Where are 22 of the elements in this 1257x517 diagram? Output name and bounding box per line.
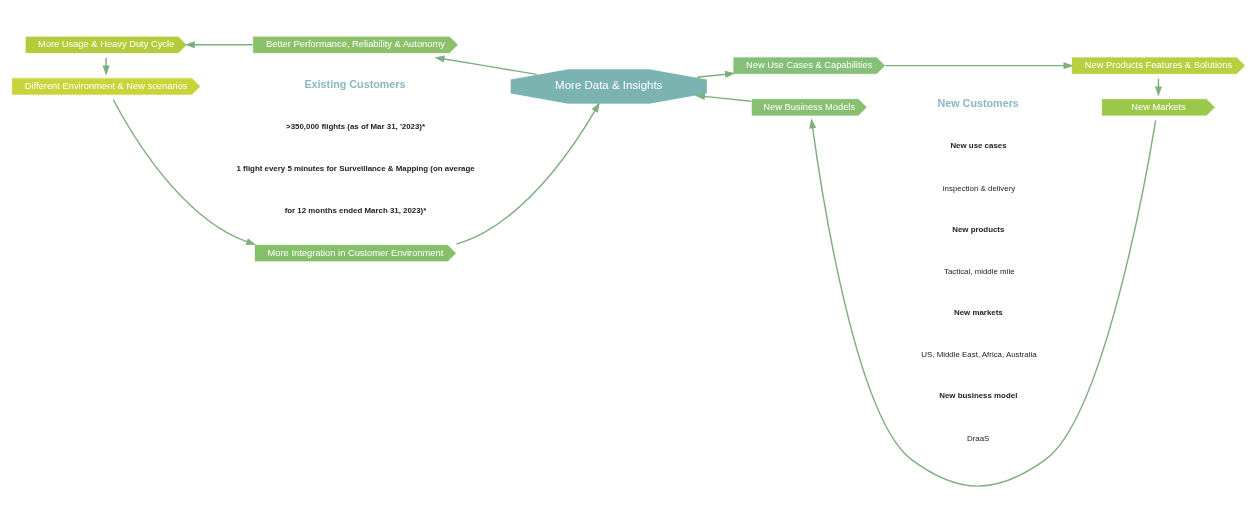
arrow bbox=[184, 40, 254, 48]
arrow bbox=[809, 117, 1157, 487]
arrow bbox=[884, 61, 1074, 69]
label: inspection & delivery bbox=[942, 183, 1016, 193]
label: 1 flight every 5 minutes for Surveillance & Mapping (on average bbox=[236, 163, 475, 173]
arrow bbox=[112, 98, 257, 245]
arrow bbox=[696, 70, 736, 78]
label: New Customers bbox=[937, 96, 1019, 109]
label: DraaS bbox=[966, 433, 990, 443]
arrow bbox=[434, 55, 538, 75]
label: >350,000 flights (as of Mar 31, '2023)* bbox=[286, 121, 426, 131]
arrow bbox=[694, 92, 752, 102]
label: New business model bbox=[939, 390, 1018, 400]
label: New use cases bbox=[950, 140, 1007, 150]
arrow bbox=[102, 56, 110, 76]
label: Existing Customers bbox=[304, 77, 406, 90]
arrow bbox=[455, 101, 600, 245]
label: Tactical, middle mile bbox=[943, 266, 1015, 276]
label: for 12 months ended March 31, 2023)* bbox=[284, 205, 427, 215]
label: US, Middle East, Africa, Australia bbox=[921, 349, 1037, 359]
label: New products bbox=[952, 223, 1005, 233]
label: New markets bbox=[954, 307, 1003, 317]
